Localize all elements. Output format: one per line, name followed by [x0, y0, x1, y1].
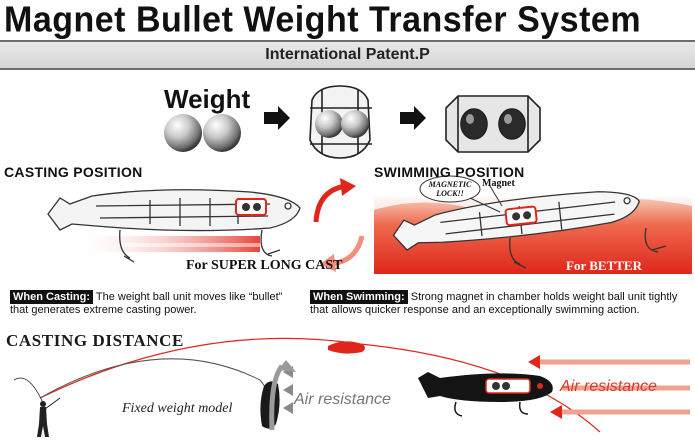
swimming-lure	[392, 191, 640, 251]
magnet-label: Magnet	[482, 178, 515, 189]
weight-unit-closed	[445, 95, 541, 153]
page-title: Magnet Bullet Weight Transfer System	[4, 0, 642, 40]
casting-caption: For SUPER LONG CAST	[186, 258, 343, 273]
fixed-weight-label: Fixed weight model	[122, 401, 233, 416]
step-arrow-1	[264, 106, 290, 130]
swimming-note: When Swimming: Strong magnet in chamber …	[310, 290, 694, 317]
casting-distance-label: CASTING DISTANCE	[6, 331, 184, 350]
gray-air-arrows	[269, 360, 420, 431]
air-resistance-gray: Air resistance	[294, 391, 391, 408]
patent-banner: International Patent.P	[0, 40, 695, 70]
flying-lure	[328, 341, 365, 354]
step-arrow-2	[400, 106, 426, 130]
magnetic-lock-text: MAGNETIC LOCK!!	[428, 180, 472, 198]
casting-lure	[47, 189, 301, 263]
weight-cage-open	[309, 85, 372, 159]
bullet-lure	[418, 372, 553, 417]
transfer-cycle-arrows	[313, 183, 365, 267]
swimming-tag: When Swimming:	[310, 290, 408, 304]
swimming-caption: For BETTER ACTION	[566, 258, 642, 289]
casting-note-line1: The weight ball unit moves like “bullet”	[95, 291, 283, 303]
swimming-note-line1: Strong magnet in chamber holds weight ba…	[410, 291, 678, 303]
weight-balls	[164, 114, 241, 152]
casting-note-line2: that generates extreme casting power.	[10, 304, 197, 316]
casting-note: When Casting: The weight ball unit moves…	[10, 290, 300, 317]
magnetic-lock-callout	[419, 175, 481, 203]
casting-position-label: CASTING POSITION	[4, 164, 143, 180]
casting-tag: When Casting:	[10, 290, 93, 304]
swim-hook-right	[644, 227, 667, 253]
angler-figure	[13, 377, 61, 437]
swim-hook-left	[509, 237, 527, 269]
swimming-note-line2: that allows quicker response and an exce…	[310, 304, 640, 316]
air-resistance-red: Air resistance	[560, 378, 657, 395]
weight-label: Weight	[164, 84, 251, 114]
swimming-position-label: SWIMMING POSITION	[374, 164, 525, 180]
patent-text: International Patent.P	[265, 46, 430, 63]
red-air-arrows	[528, 355, 690, 419]
casting-speed-streaks	[70, 236, 260, 252]
